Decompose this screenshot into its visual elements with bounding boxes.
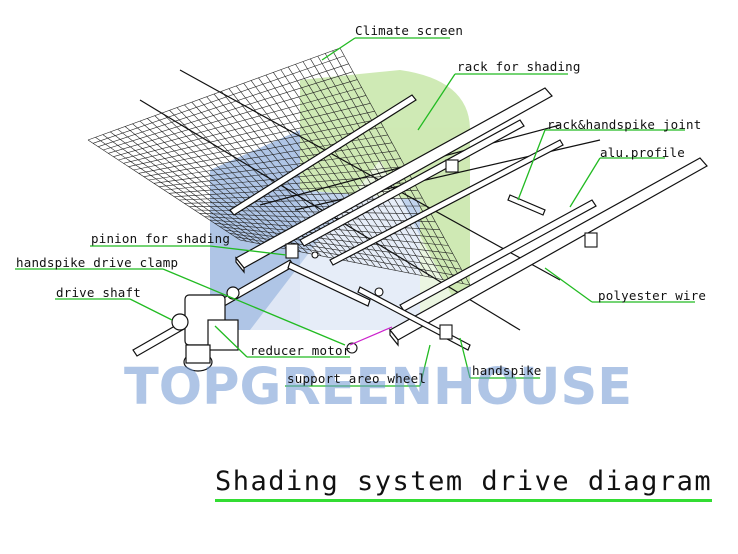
label-handspike-drive-clamp: handspike drive clamp — [16, 255, 179, 270]
label-support-areo-wheel: support areo wheel — [287, 371, 427, 386]
watermark-text: TOPGREENHOUSE — [124, 358, 633, 417]
label-rack-handspike-joint: rack&handspike joint — [547, 117, 702, 132]
label-rack-for-shading: rack for shading — [457, 59, 581, 74]
label-climate-screen: Climate screen — [355, 23, 464, 38]
label-alu-profile: alu.profile — [600, 145, 685, 160]
label-pinion-for-shading: pinion for shading — [91, 231, 231, 246]
label-polyester-wire: polyester wire — [598, 288, 707, 303]
leader-lines — [15, 37, 695, 387]
clamps-and-wheels — [285, 159, 598, 354]
diagram-caption: Shading system drive diagram — [215, 466, 713, 502]
label-reducer-motor: reducer motor — [250, 343, 351, 358]
reducer-motor — [171, 286, 240, 372]
alu-profile-beams — [229, 87, 708, 347]
label-drive-shaft: drive shaft — [56, 285, 141, 300]
magenta-wire — [349, 326, 393, 346]
label-handspike: handspike — [472, 363, 542, 378]
